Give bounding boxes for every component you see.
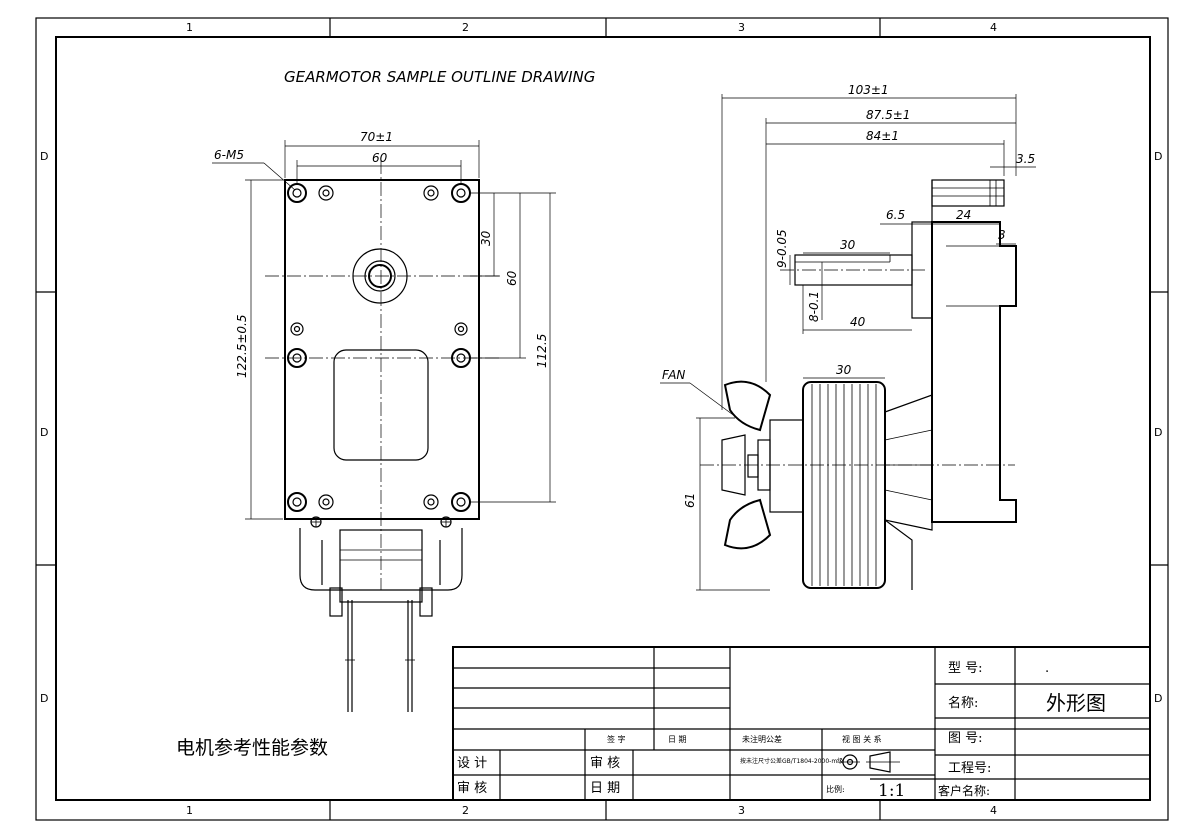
connector-block: [931, 179, 1005, 207]
fan-blade-bottom: [723, 498, 772, 550]
dim-width-outer: 70±1: [360, 130, 393, 144]
side-view: FAN 103±1 87.5±1 84±1 3.5 6.5 24 3 30 40…: [660, 83, 1036, 591]
dim-height-outer: 122.5±0.5: [235, 315, 249, 379]
tolerance-note: 按未注尺寸公差GB/T1804-2000-m级: [740, 757, 843, 765]
output-shaft: [794, 254, 913, 286]
col-label-4-top: 4: [990, 21, 997, 34]
dim-screws: 6-M5: [214, 148, 244, 162]
performance-caption: 电机参考性能参数: [176, 737, 328, 759]
col-label-3-top: 3: [738, 21, 745, 34]
drawing-no-label: 图 号:: [948, 731, 983, 746]
row-label-3-right: D: [1154, 692, 1162, 705]
tolerance-label: 未注明公差: [742, 734, 782, 744]
dim-35: 3.5: [1016, 152, 1035, 166]
project-no-label: 工程号:: [948, 761, 991, 776]
date-label: 日 期: [590, 781, 620, 796]
row-label-1-left: D: [40, 150, 48, 163]
dim-height-holes: 112.5: [535, 334, 549, 368]
dim-flat: 8-0.1: [807, 291, 821, 322]
row-label-2-left: D: [40, 426, 48, 439]
motor-body: [299, 528, 463, 591]
dim-width-holes: 60: [372, 151, 388, 165]
col-label-1-bottom: 1: [186, 804, 193, 817]
scale-value: 1:1: [878, 781, 905, 801]
dim-spacing-30: 30: [479, 230, 493, 246]
row-label-1-right: D: [1154, 150, 1162, 163]
reviewer-label-2: 审 核: [590, 756, 620, 771]
col-label-4-bottom: 4: [990, 804, 997, 817]
dim-spacing-60: 60: [505, 270, 519, 286]
col-label-1-top: 1: [186, 21, 193, 34]
row-label-3-left: D: [40, 692, 48, 705]
model-label: 型 号:: [948, 661, 983, 676]
dim-24: 24: [956, 208, 971, 222]
dim-shaft-dia: 9-0.05: [775, 229, 789, 268]
dim-65: 6.5: [886, 208, 905, 222]
fan-blade-top: [723, 380, 772, 432]
mounting-holes: [287, 183, 471, 528]
dim-875: 87.5±1: [866, 108, 910, 122]
designer-label: 设 计: [457, 756, 487, 771]
reviewer-label-1: 审 核: [457, 781, 487, 796]
gearbox-housing: [931, 221, 1017, 523]
row-label-2-right: D: [1154, 426, 1162, 439]
dim-stack-30: 30: [836, 363, 852, 377]
scale-label: 比例:: [826, 784, 845, 794]
model-value: .: [1045, 661, 1049, 676]
dim-fan-61: 61: [683, 493, 697, 508]
front-plate: [284, 179, 480, 520]
col-label-3-bottom: 3: [738, 804, 745, 817]
col-label-2-bottom: 2: [462, 804, 469, 817]
outer-frame: [35, 17, 1169, 821]
dim-shaft-40: 40: [850, 315, 866, 329]
fan-label: FAN: [662, 368, 685, 382]
header-date: 日 期: [668, 735, 687, 744]
dim-shaft-30: 30: [840, 238, 856, 252]
frame-ticks: [36, 18, 1168, 820]
drawing-title: GEARMOTOR SAMPLE OUTLINE DRAWING: [284, 68, 595, 86]
front-window: [333, 349, 429, 461]
output-hub: [352, 248, 408, 304]
lead-wires: [345, 600, 415, 712]
dim-overall: 103±1: [848, 83, 889, 97]
col-label-2-top: 2: [462, 21, 469, 34]
name-label: 名称:: [948, 695, 978, 711]
header-sign: 签 字: [607, 734, 626, 744]
dim-84: 84±1: [866, 129, 899, 143]
front-view: 70±1 60 6-M5 122.5±0.5 112.5 30 60: [212, 130, 556, 712]
projection-label: 视 图 关 系: [842, 734, 882, 744]
title-block: 签 字 日 期 未注明公差 按未注尺寸公差GB/T1804-2000-m级 视 …: [452, 646, 1151, 801]
customer-label: 客户名称:: [938, 783, 990, 798]
name-value: 外形图: [1046, 691, 1106, 715]
dim-3: 3: [998, 228, 1006, 242]
